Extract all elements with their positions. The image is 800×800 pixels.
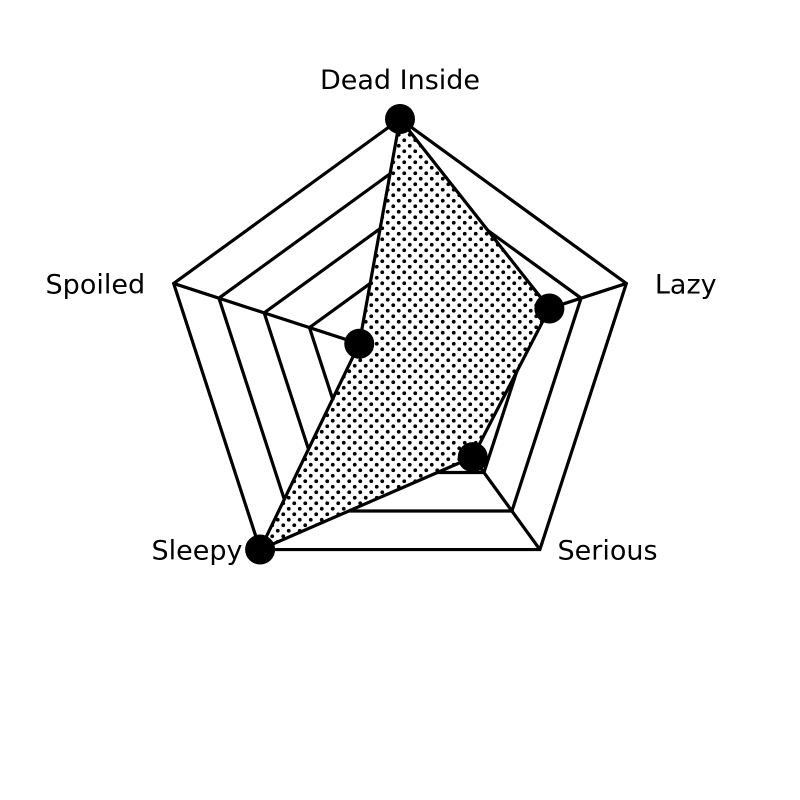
axis-label-serious: Serious xyxy=(558,536,658,567)
axis-label-dead-inside: Dead Inside xyxy=(320,65,480,96)
data-point-lazy xyxy=(534,293,565,324)
axis-label-spoiled: Spoiled xyxy=(46,269,146,300)
data-point-dead-inside xyxy=(385,104,415,134)
radar-data-points xyxy=(245,104,565,565)
grid-ring-4 xyxy=(217,164,583,513)
axis-label-sleepy: Sleepy xyxy=(151,536,242,567)
data-area xyxy=(256,115,552,553)
grid-ring-5 xyxy=(171,117,629,552)
data-point-spoiled xyxy=(344,328,375,359)
data-point-serious xyxy=(457,442,488,473)
radar-data-area xyxy=(256,115,552,553)
data-point-sleepy xyxy=(245,534,276,565)
axis-label-lazy: Lazy xyxy=(655,269,717,300)
